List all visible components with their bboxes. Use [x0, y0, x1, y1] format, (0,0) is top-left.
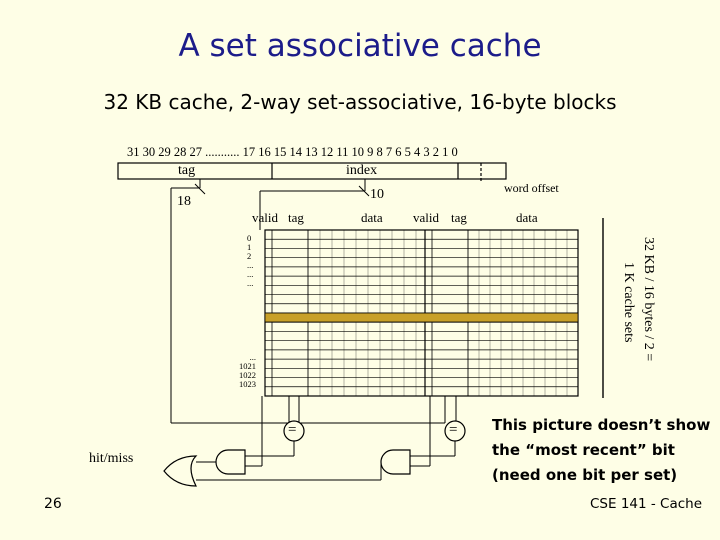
row-index: 2	[247, 251, 252, 261]
address-bit-numbers: 31 30 29 28 27 ........... 17 16 15 14 1…	[127, 145, 458, 159]
row-index-list-top: 0 1 2 ... ... ...	[247, 234, 253, 288]
word-offset-label: word offset	[504, 181, 559, 195]
comparator-way1-symbol: =	[288, 422, 297, 438]
tag-field-label: tag	[178, 163, 196, 178]
index-field-label: index	[346, 163, 378, 178]
way1-tag-header: tag	[288, 210, 304, 225]
way2-tag-header: tag	[451, 210, 467, 225]
row-index: ...	[247, 260, 254, 270]
and-gate-way2	[380, 449, 411, 475]
way1-valid-header: valid	[252, 210, 278, 225]
slide-subtitle: 32 KB cache, 2-way set-associative, 16-b…	[103, 90, 617, 114]
way2-data-header: data	[516, 210, 538, 225]
or-gate	[163, 455, 198, 487]
hit-miss-label: hit/miss	[89, 451, 134, 466]
selected-set-row	[264, 312, 579, 323]
cache-sets-label-line1: 32 KB / 16 bytes / 2 =	[641, 237, 656, 362]
note-text: This picture doesn’t show the “most rece…	[492, 416, 711, 484]
row-index: 0	[247, 233, 252, 243]
row-index: 1022	[239, 370, 256, 380]
row-index: ...	[249, 352, 256, 362]
comparator-way2-symbol: =	[449, 422, 458, 438]
index-width-label: 10	[370, 187, 384, 202]
and-gate-way1	[215, 449, 246, 475]
row-index-list-bottom: ... 1021 1022 1023	[236, 353, 256, 389]
page-number: 26	[44, 496, 62, 512]
way2-valid-header: valid	[413, 210, 439, 225]
way1-data-header: data	[361, 210, 383, 225]
row-index: ...	[247, 269, 254, 279]
slide-title: A set associative cache	[178, 28, 542, 64]
row-index: ...	[247, 278, 254, 288]
tag-width-label: 18	[177, 194, 191, 209]
row-index: 1023	[239, 379, 256, 389]
cache-sets-label: 32 KB / 16 bytes / 2 = 1 K cache sets	[620, 237, 656, 382]
row-index: 1021	[239, 361, 256, 371]
row-index: 1	[247, 242, 252, 252]
cache-sets-label-line2: 1 K cache sets	[621, 262, 636, 343]
footer-course: CSE 141 - Cache	[590, 496, 703, 512]
address-register	[117, 162, 507, 180]
